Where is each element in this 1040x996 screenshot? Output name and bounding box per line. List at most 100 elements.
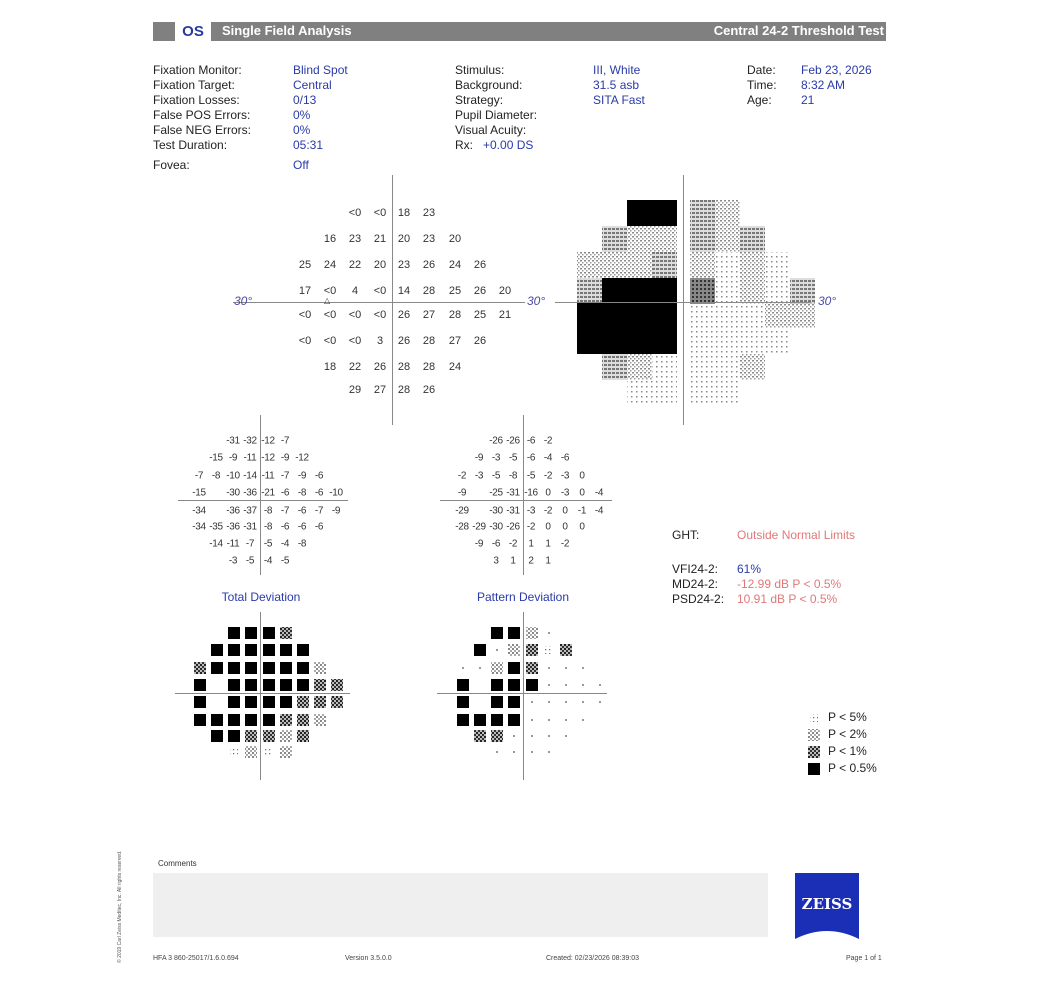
pattern-prob-symbol-p1: [526, 662, 538, 674]
total-deviation-value: -7: [245, 538, 255, 550]
greyscale-cell: [627, 302, 652, 328]
threshold-value: 26: [422, 384, 436, 396]
threshold-value: 24: [323, 259, 337, 271]
pattern-deviation-value: 0: [579, 470, 585, 482]
total-prob-symbol-p05: [245, 627, 257, 639]
footer-created: Created: 02/23/2026 08:39:03: [546, 955, 640, 962]
greyscale-cell: [740, 328, 765, 354]
pattern-prob-symbol-p05: [508, 627, 520, 639]
total-deviation-value: -6: [314, 521, 324, 533]
header-bar: [153, 22, 886, 41]
total-deviation-value: -15: [192, 487, 206, 499]
total-prob-symbol-p05: [263, 662, 275, 674]
greyscale-cell: [652, 377, 677, 403]
total-prob-symbol-p5: [265, 748, 273, 756]
info-value: III, White: [593, 63, 641, 77]
info-value: 8:32 AM: [801, 78, 846, 92]
total-deviation-horizontal-axis: [178, 500, 348, 501]
pattern-prob-symbol-p05: [491, 679, 503, 691]
pattern-prob-symbol-normal: [548, 684, 550, 686]
greyscale-cell: [765, 328, 790, 354]
pattern-deviation-value: -3: [560, 470, 570, 482]
total-prob-symbol-p2: [280, 746, 292, 758]
total-prob-symbol-p05: [194, 679, 206, 691]
info-label: Fixation Monitor:: [153, 63, 242, 77]
greyscale-cell: [715, 200, 740, 226]
total-deviation-value: -11: [261, 470, 275, 482]
total-prob-symbol-p05: [245, 714, 257, 726]
greyscale-vertical-axis: [683, 175, 684, 425]
threshold-value: 14: [397, 285, 411, 297]
legend-label: P < 0.5%: [828, 761, 877, 775]
total-prob-symbol-p05: [263, 696, 275, 708]
blind-spot-marker-icon: △: [324, 296, 331, 305]
pattern-deviation-value: 1: [510, 555, 516, 567]
threshold-value: 24: [448, 361, 462, 373]
info-value: 05:31: [293, 138, 324, 152]
greyscale-cell: [577, 252, 602, 278]
pattern-prob-symbol-normal: [531, 735, 533, 737]
pattern-deviation-value: -31: [506, 505, 520, 517]
total-deviation-value: -31: [226, 435, 240, 447]
pattern-prob-symbol-normal: [513, 735, 515, 737]
pattern-prob-symbol-normal: [479, 667, 481, 669]
pattern-deviation-value: -8: [508, 470, 518, 482]
pattern-deviation-value: -4: [594, 505, 604, 517]
total-prob-symbol-p05: [263, 627, 275, 639]
info-value: 0%: [293, 108, 311, 122]
threshold-value: <0: [323, 309, 337, 321]
pattern-prob-symbol-normal: [513, 751, 515, 753]
greyscale-cell: [577, 328, 602, 354]
threshold-value: 27: [373, 384, 387, 396]
total-deviation-value: -8: [263, 505, 273, 517]
pattern-deviation-vertical-axis: [523, 415, 524, 575]
pattern-prob-horizontal-axis: [437, 693, 607, 694]
threshold-value: 3: [376, 335, 384, 347]
threshold-value: 22: [348, 361, 362, 373]
total-deviation-value: -34: [192, 521, 206, 533]
total-deviation-value: -34: [192, 505, 206, 517]
threshold-degree-label: 30°: [234, 294, 253, 308]
total-prob-symbol-p05: [245, 696, 257, 708]
greyscale-cell: [652, 278, 677, 304]
pattern-prob-symbol-normal: [548, 667, 550, 669]
pattern-prob-symbol-normal: [565, 684, 567, 686]
greyscale-degree-label-left: 30°: [527, 294, 546, 308]
total-deviation-value: -6: [280, 487, 290, 499]
total-deviation-value: -7: [314, 505, 324, 517]
total-prob-symbol-p2: [245, 746, 257, 758]
greyscale-cell: [627, 200, 652, 226]
total-prob-symbol-p1: [331, 679, 343, 691]
comments-box[interactable]: [153, 873, 768, 937]
greyscale-cell: [602, 278, 627, 304]
pattern-deviation-value: 3: [493, 555, 499, 567]
total-deviation-value: -6: [314, 470, 324, 482]
legend-label: P < 5%: [828, 710, 867, 724]
pattern-deviation-value: -26: [489, 435, 503, 447]
threshold-value: 28: [422, 361, 436, 373]
total-prob-symbol-p05: [228, 644, 240, 656]
greyscale-cell: [715, 328, 740, 354]
pattern-prob-symbol-p1: [491, 730, 503, 742]
total-deviation-value: -37: [243, 505, 257, 517]
greyscale-cell: [602, 226, 627, 252]
total-deviation-title: Total Deviation: [221, 590, 301, 604]
total-prob-symbol-p05: [263, 644, 275, 656]
md-label: MD24-2:: [672, 577, 719, 591]
pattern-deviation-value: -5: [491, 470, 501, 482]
threshold-value: 23: [348, 233, 362, 245]
pattern-deviation-value: -28: [455, 521, 469, 533]
total-prob-symbol-p1: [263, 730, 275, 742]
threshold-value: 18: [323, 361, 337, 373]
total-prob-symbol-p05: [280, 679, 292, 691]
threshold-value: 28: [397, 384, 411, 396]
pattern-deviation-value: -2: [508, 538, 518, 550]
pattern-prob-symbol-p1: [526, 644, 538, 656]
total-deviation-value: -8: [211, 470, 221, 482]
greyscale-cell: [765, 302, 790, 328]
threshold-value: 22: [348, 259, 362, 271]
total-prob-symbol-p05: [245, 644, 257, 656]
total-prob-symbol-p1: [194, 662, 206, 674]
md-value: -12.99 dB P < 0.5%: [737, 577, 842, 591]
total-deviation-value: -36: [226, 521, 240, 533]
